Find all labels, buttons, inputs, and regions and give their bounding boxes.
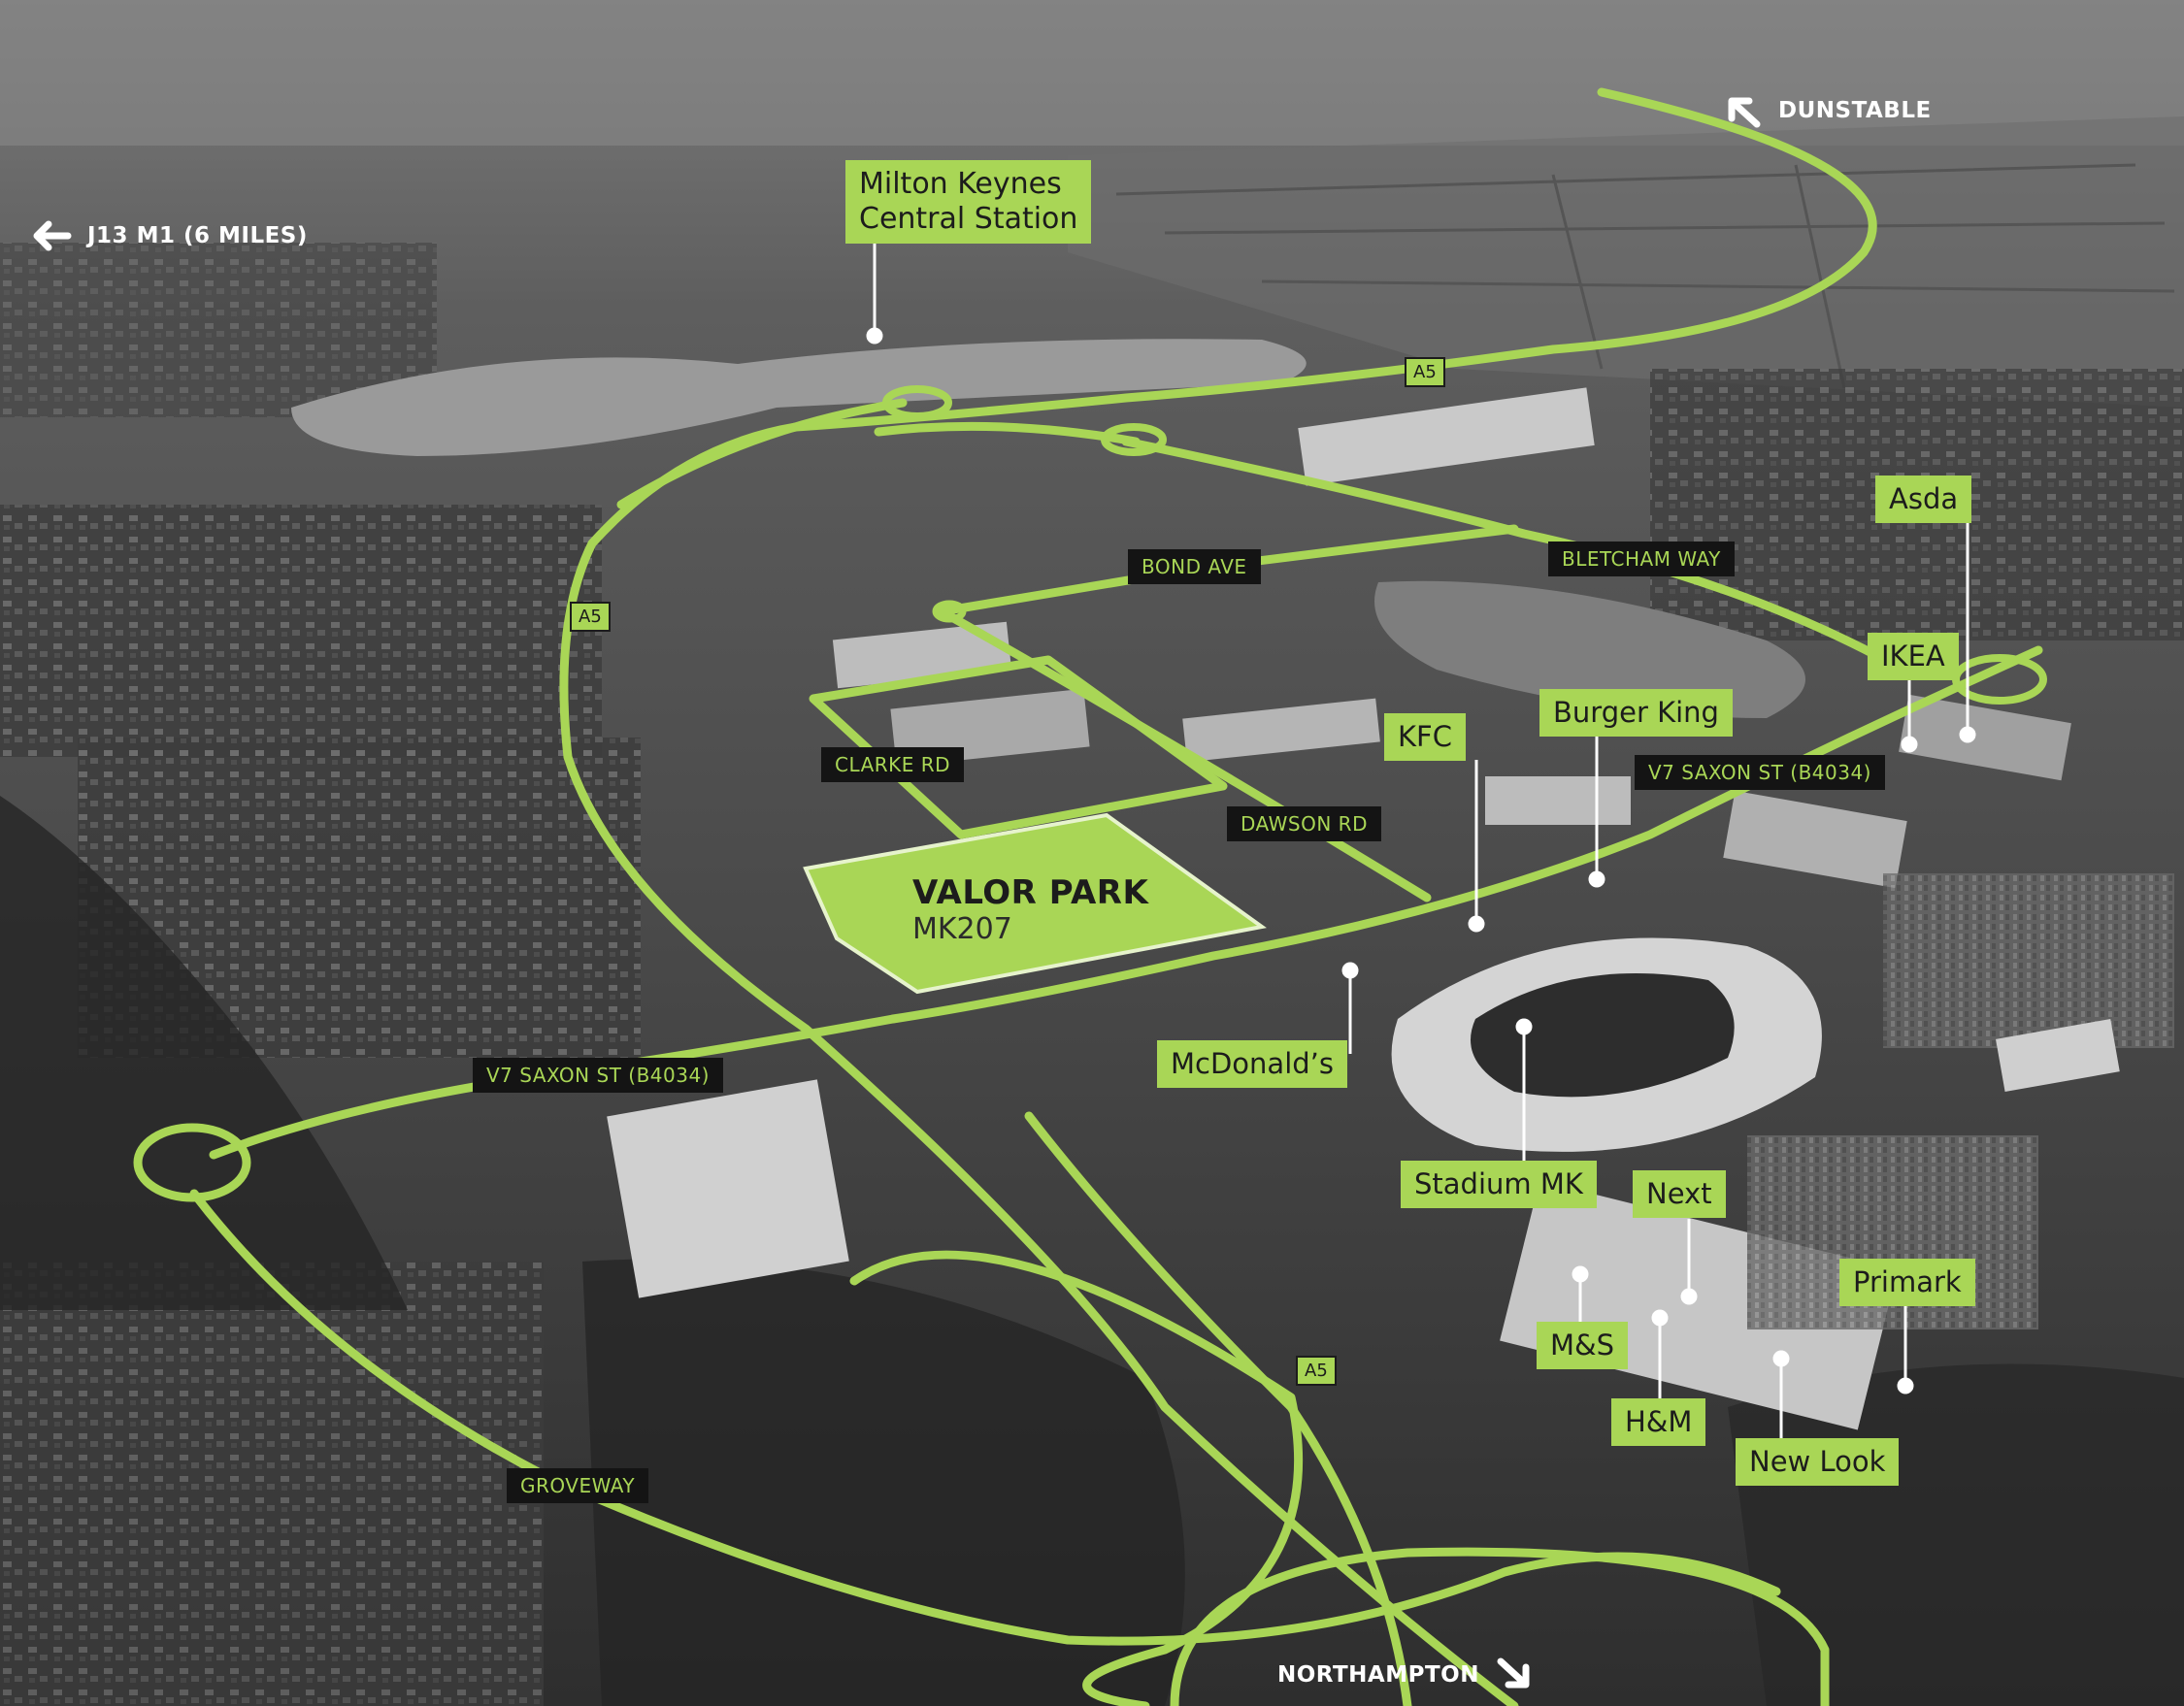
label-asda: Asda — [1875, 476, 1972, 523]
arrow-down-right-icon — [1497, 1657, 1530, 1689]
arrow-up-left-icon — [1728, 97, 1761, 128]
building-f — [1899, 694, 2071, 781]
label-station-line2: Central Station — [859, 202, 1078, 236]
valor-park-label: VALOR PARK MK207 — [912, 873, 1148, 946]
stadium-pitch — [1471, 973, 1735, 1098]
roundabout-north-2 — [1101, 423, 1167, 456]
label-burger-king: Burger King — [1539, 689, 1733, 737]
marker-ms — [1572, 1265, 1589, 1283]
road-saxon-west: V7 SAXON ST (B4034) — [473, 1058, 723, 1093]
site-code: MK207 — [912, 912, 1012, 946]
groveway-loop — [849, 1250, 1304, 1706]
marker-hm — [1651, 1309, 1669, 1327]
label-ms: M&S — [1537, 1322, 1629, 1369]
car-park-east — [1883, 873, 2174, 1048]
label-mcdonalds: McDonald’s — [1157, 1040, 1347, 1088]
town-bottom — [0, 1262, 544, 1706]
label-next: Next — [1633, 1170, 1726, 1218]
road-clarke-rd: CLARKE RD — [821, 747, 965, 782]
groveway — [189, 1189, 1781, 1646]
direction-northampton: NORTHAMPTON — [1277, 1657, 1534, 1692]
arrow-left-icon — [33, 220, 72, 251]
marker-asda — [1959, 726, 1976, 743]
horizon — [0, 0, 2184, 146]
marker-ikea — [1901, 736, 1918, 753]
a5-branch — [616, 398, 908, 509]
marker-burger-king — [1588, 870, 1605, 888]
warehouse-north — [1298, 387, 1595, 486]
label-station-line1: Milton Keynes — [859, 167, 1062, 201]
marker-mcdonalds — [1341, 962, 1359, 979]
a5-link — [874, 421, 1141, 446]
retail-park — [1500, 1180, 1898, 1430]
road-bond-ave: BOND AVE — [1128, 549, 1261, 584]
roundabout-bond — [932, 600, 967, 623]
label-primark: Primark — [1839, 1259, 1975, 1306]
direction-m1-label: J13 M1 (6 MILES) — [87, 223, 308, 248]
field-lines — [1115, 163, 2175, 389]
label-station: Milton Keynes Central Station — [845, 160, 1092, 244]
site-name: VALOR PARK — [912, 873, 1149, 912]
label-stadium: Stadium MK — [1401, 1161, 1597, 1208]
roundabout-saxon-west — [133, 1123, 251, 1202]
building-d — [1485, 776, 1631, 825]
roads — [189, 87, 2043, 1706]
direction-m1: J13 M1 (6 MILES) — [31, 219, 308, 252]
label-kfc: KFC — [1384, 713, 1466, 761]
woodland-east — [1728, 1363, 2184, 1706]
saxon-st-east — [888, 645, 2043, 1024]
lake-north — [291, 339, 1307, 456]
valor-park-site — [803, 812, 1267, 995]
groveway-east-loop — [1170, 1547, 1830, 1706]
marker-new-look — [1772, 1350, 1790, 1367]
warehouse-southwest — [607, 1079, 849, 1298]
woodland-center — [582, 1259, 1185, 1706]
label-ikea: IKEA — [1868, 633, 1959, 680]
road-saxon-east: V7 SAXON ST (B4034) — [1635, 755, 1885, 790]
marker-primark — [1897, 1377, 1914, 1394]
direction-dunstable: DUNSTABLE — [1724, 93, 1932, 128]
building-e — [1723, 790, 1907, 889]
road-bletcham-way: BLETCHAM WAY — [1548, 541, 1735, 576]
direction-northampton-label: NORTHAMPTON — [1277, 1662, 1479, 1688]
building-c — [1182, 698, 1380, 763]
road-dawson-rd: DAWSON RD — [1227, 806, 1381, 841]
marker-next — [1680, 1288, 1698, 1305]
marker-stadium — [1515, 1018, 1533, 1035]
label-hm: H&M — [1611, 1398, 1706, 1446]
road-groveway: GROVEWAY — [507, 1468, 649, 1503]
a5-shield-bottom: A5 — [1296, 1356, 1337, 1386]
marker-station — [866, 327, 883, 344]
roundabout-north-1 — [882, 385, 952, 420]
a5-shield-top: A5 — [1405, 357, 1445, 387]
fields — [1068, 116, 2184, 408]
lake-east — [1374, 580, 1805, 718]
woodland-west — [0, 796, 408, 1310]
building-g — [1996, 1019, 2120, 1093]
label-new-look: New Look — [1736, 1438, 1900, 1486]
bletcham-way — [1121, 437, 1907, 674]
town-west — [0, 505, 602, 757]
leader-lines — [866, 239, 1976, 1438]
clarke-rd — [809, 655, 1228, 839]
direction-dunstable-label: DUNSTABLE — [1778, 98, 1932, 123]
marker-kfc — [1468, 915, 1485, 933]
a5-shield-left: A5 — [570, 602, 611, 632]
